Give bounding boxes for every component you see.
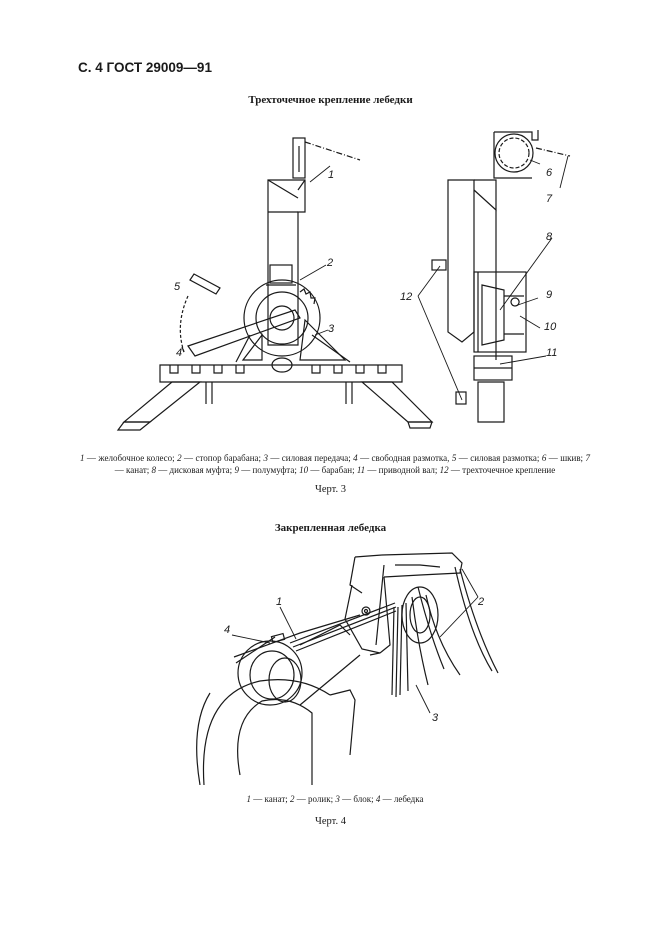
- callout-8: 8: [546, 231, 553, 243]
- callout-9: 9: [546, 289, 552, 301]
- callout-3: 3: [328, 323, 335, 335]
- legend-item: 12 — трехточечное крепление: [439, 465, 556, 475]
- legend-item: 11 — приводной вал;: [356, 465, 440, 475]
- legend-item: 7 — канат;: [114, 453, 590, 475]
- figure-4-legend: 1 — канат; 2 — ролик; 3 — блок; 4 — лебе…: [80, 793, 590, 805]
- figure-3-legend: 1 — желобочное колесо; 2 — стопор бараба…: [80, 452, 590, 476]
- figure-3-title: Трехточечное крепление лебедки: [248, 94, 413, 106]
- legend-item: 10 — барабан;: [299, 465, 357, 475]
- callout-2: 2: [326, 257, 333, 269]
- legend-item: 9 — полумуфта;: [234, 465, 300, 475]
- figure-3-label: Черт. 3: [315, 484, 346, 495]
- legend-item: 3 — блок;: [335, 794, 376, 804]
- legend-item: 6 — шкив;: [541, 453, 586, 463]
- legend-item: 4 — свободная размотка,: [353, 453, 452, 463]
- callout-1: 1: [276, 596, 282, 608]
- callout-10: 10: [544, 321, 557, 333]
- legend-item: 2 — ролик;: [290, 794, 336, 804]
- legend-item: 3 — силовая передача;: [263, 453, 354, 463]
- legend-item: 1 — желобочное колесо;: [80, 453, 178, 463]
- callout-3: 3: [432, 712, 439, 724]
- figure-3-drawing: 1 2 3 4 5 6 7 8 9 10 11 12: [116, 130, 571, 431]
- page-header: С. 4 ГОСТ 29009—91: [78, 60, 212, 75]
- winch-side-view: [417, 130, 571, 423]
- callout-5: 5: [174, 281, 181, 293]
- figure-4-title: Закрепленная лебедка: [274, 522, 387, 534]
- figure-4-label: Черт. 4: [315, 816, 346, 827]
- callout-6: 6: [546, 167, 553, 179]
- callout-12: 12: [400, 291, 412, 303]
- legend-item: 8 — дисковая муфта;: [151, 465, 235, 475]
- fixed-winch-illustration: [196, 552, 499, 785]
- legend-item: 1 — канат;: [246, 794, 291, 804]
- legend-item: 4 — лебедка: [375, 794, 424, 804]
- callout-7: 7: [546, 193, 553, 205]
- winch-front-view: [116, 137, 434, 431]
- callout-4: 4: [224, 624, 230, 636]
- callout-1: 1: [328, 169, 334, 181]
- figure-4-drawing: 1 2 3 4: [196, 552, 499, 785]
- callout-4: 4: [176, 347, 182, 359]
- callout-11: 11: [546, 347, 557, 359]
- callout-2: 2: [477, 596, 484, 608]
- legend-item: 2 — стопор барабана;: [177, 453, 264, 463]
- legend-item: 5 — силовая размотка;: [451, 453, 542, 463]
